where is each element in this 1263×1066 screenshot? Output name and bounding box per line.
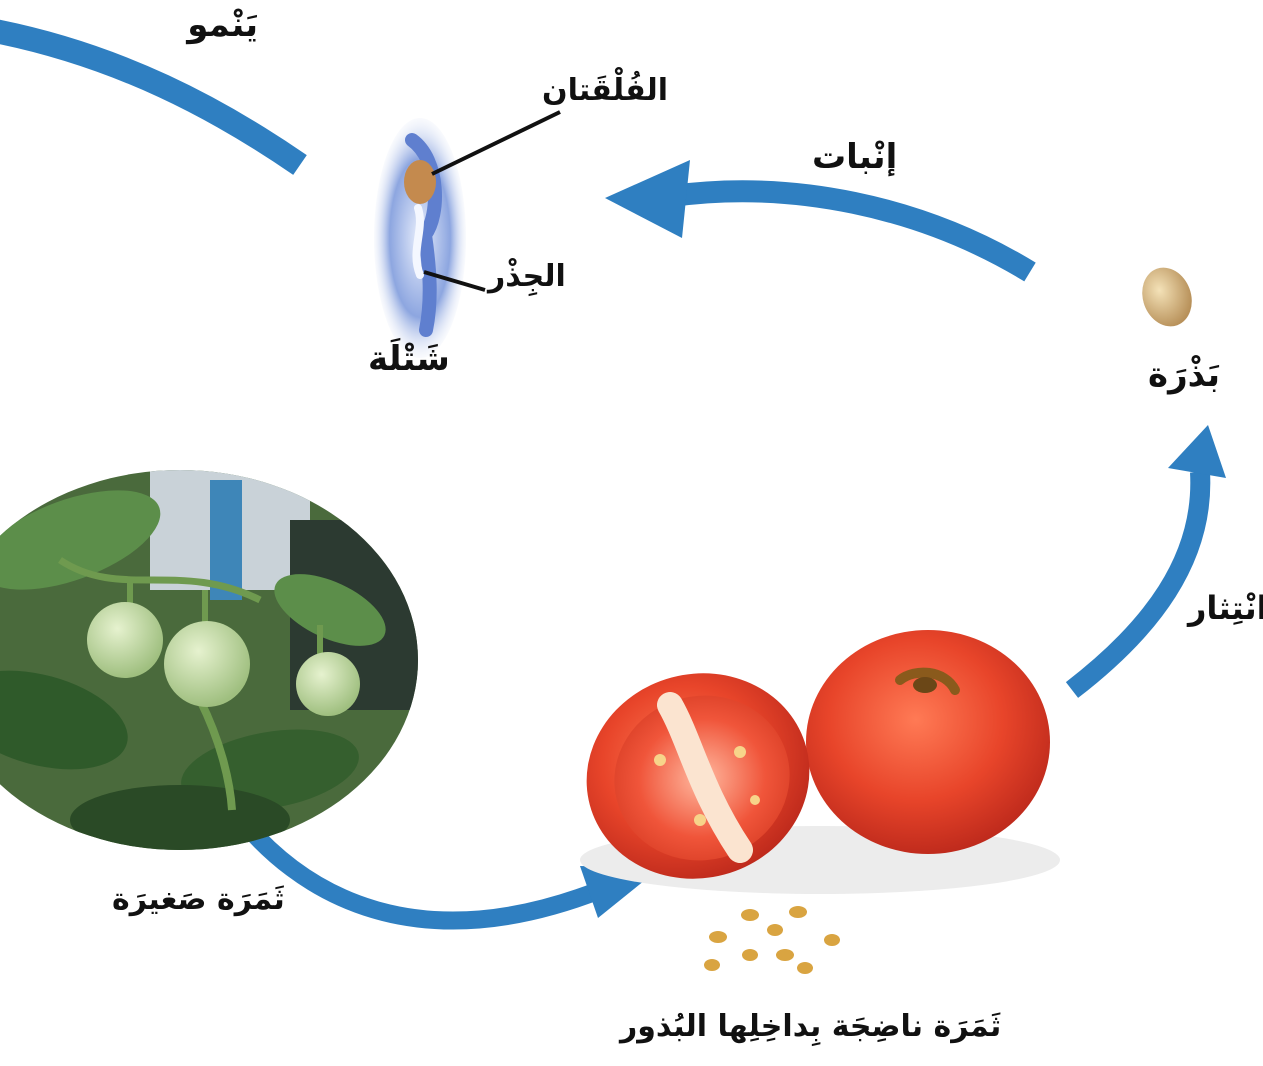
dispersal-arrow	[1072, 425, 1226, 690]
tomato-seeds-icon	[704, 906, 840, 974]
tomato-plant-icon	[0, 460, 420, 860]
ripe-tomato-icon	[563, 630, 1060, 904]
label-small-fruit: ثَمَرَة صَغيرَة	[112, 885, 285, 915]
label-germination: إنْبات	[812, 140, 897, 174]
label-dispersal: انْتِثار	[1188, 592, 1263, 624]
label-root: الجِذْر	[488, 262, 566, 292]
cotyledons-pointer	[432, 112, 560, 174]
seedling-icon	[374, 112, 560, 358]
label-cotyledons: الفُلْقَتان	[542, 76, 668, 106]
growth-arrow	[0, 30, 300, 165]
seed-icon	[1134, 261, 1200, 334]
label-growth: يَنْمو	[187, 8, 258, 42]
label-seedling: شَتْلَة	[368, 342, 450, 376]
label-ripe-fruit: ثَمَرَة ناضِجَة بِداخِلِها البُذور	[620, 1012, 1001, 1042]
label-seed: بَذْرَة	[1148, 358, 1220, 392]
